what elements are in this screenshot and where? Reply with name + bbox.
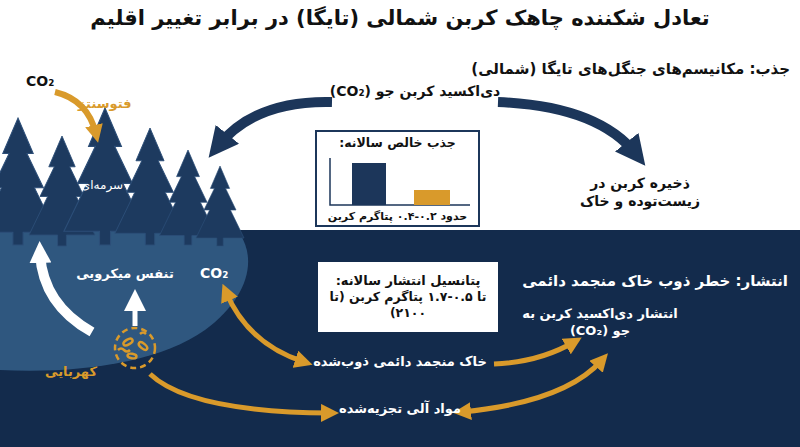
node-heading: جذب خالص سالانه: <box>339 135 456 150</box>
taiga-trees <box>0 108 244 246</box>
process-label: فتوسنتز <box>78 96 131 113</box>
soil-label: خاک منجمد دائمی ذوب‌شده <box>300 354 500 371</box>
process-label: تنفس میکروبی <box>70 266 180 283</box>
section-heading: جذب: مکانیسم‌های جنگل‌های تایگا (شمالی) <box>471 60 790 80</box>
node-body: تا ۰.۵-۱.۷ پتاگرم کربن (تا ۲۱۰۰) <box>325 289 491 322</box>
node-heading: پتانسیل انتشار سالانه: <box>336 273 481 288</box>
node-heading: انتشار: خطر ذوب خاک منجمد دائمی <box>522 272 788 290</box>
net-uptake-box: جذب خالص سالانه: حدود ۰.۲-۰.۴ پتاگرم کربن <box>315 130 480 227</box>
storage-label: ذخیره کربن در زیست‌توده و خاک <box>572 174 708 210</box>
page-title: تعادل شکننده چاهک کربن شمالی (تایگا) در … <box>0 6 800 30</box>
emission-label: انتشار دی‌اکسید کربن به جو (CO₂) <box>515 306 685 340</box>
organic-matter-label: مواد آلی تجزیه‌شده <box>330 401 470 418</box>
node-body: حدود ۰.۲-۰.۴ پتاگرم کربن <box>328 210 467 223</box>
color-note: کهربایی <box>36 364 106 381</box>
co2-label: CO₂ <box>26 72 54 90</box>
emission-potential-box: پتانسیل انتشار سالانه:تا ۰.۵-۱.۷ پتاگرم … <box>318 262 498 332</box>
storage-arrow <box>498 102 636 154</box>
atmosphere-label: دی‌اکسید کربن جو (CO₂) <box>300 82 530 100</box>
color-note: سرمه‌ای <box>70 178 134 194</box>
co2-label: CO₂ <box>200 264 228 282</box>
